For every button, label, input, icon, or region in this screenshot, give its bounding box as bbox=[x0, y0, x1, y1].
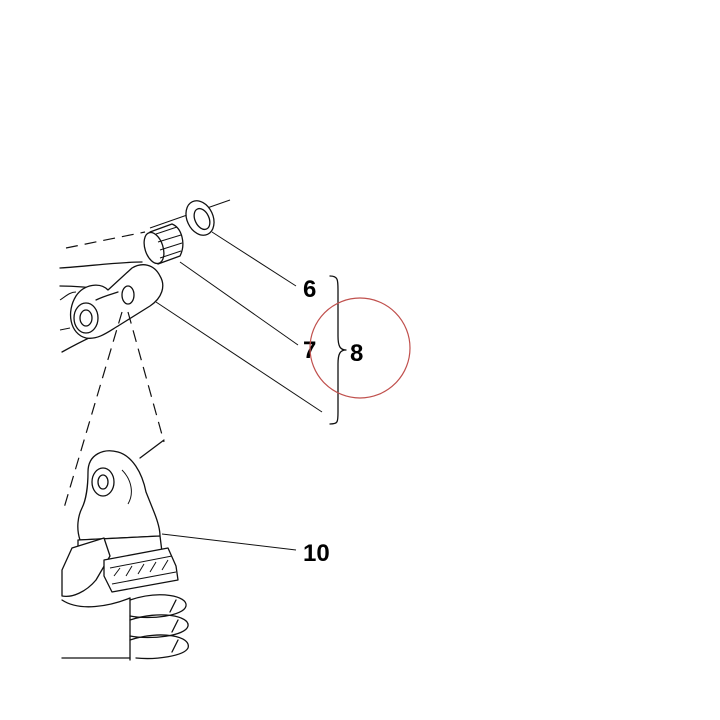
leader-line-6 bbox=[211, 231, 297, 287]
leader-line-arm bbox=[155, 301, 323, 413]
seal-ring-part bbox=[185, 200, 215, 236]
highlight-circle bbox=[309, 297, 411, 399]
callout-label-8: 8 bbox=[350, 340, 363, 367]
leader-line-7 bbox=[179, 261, 299, 346]
linkage-arm-drawing bbox=[59, 261, 164, 353]
connection-dashed-lines bbox=[63, 311, 165, 509]
group-brace-icon bbox=[329, 275, 347, 425]
needle-bearing-part bbox=[143, 223, 184, 265]
leader-lines bbox=[155, 231, 323, 551]
callout-label-10: 10 bbox=[303, 540, 330, 567]
shock-absorber-drawing bbox=[61, 439, 189, 661]
leader-line-10 bbox=[161, 533, 297, 551]
callout-label-6: 6 bbox=[303, 276, 316, 303]
